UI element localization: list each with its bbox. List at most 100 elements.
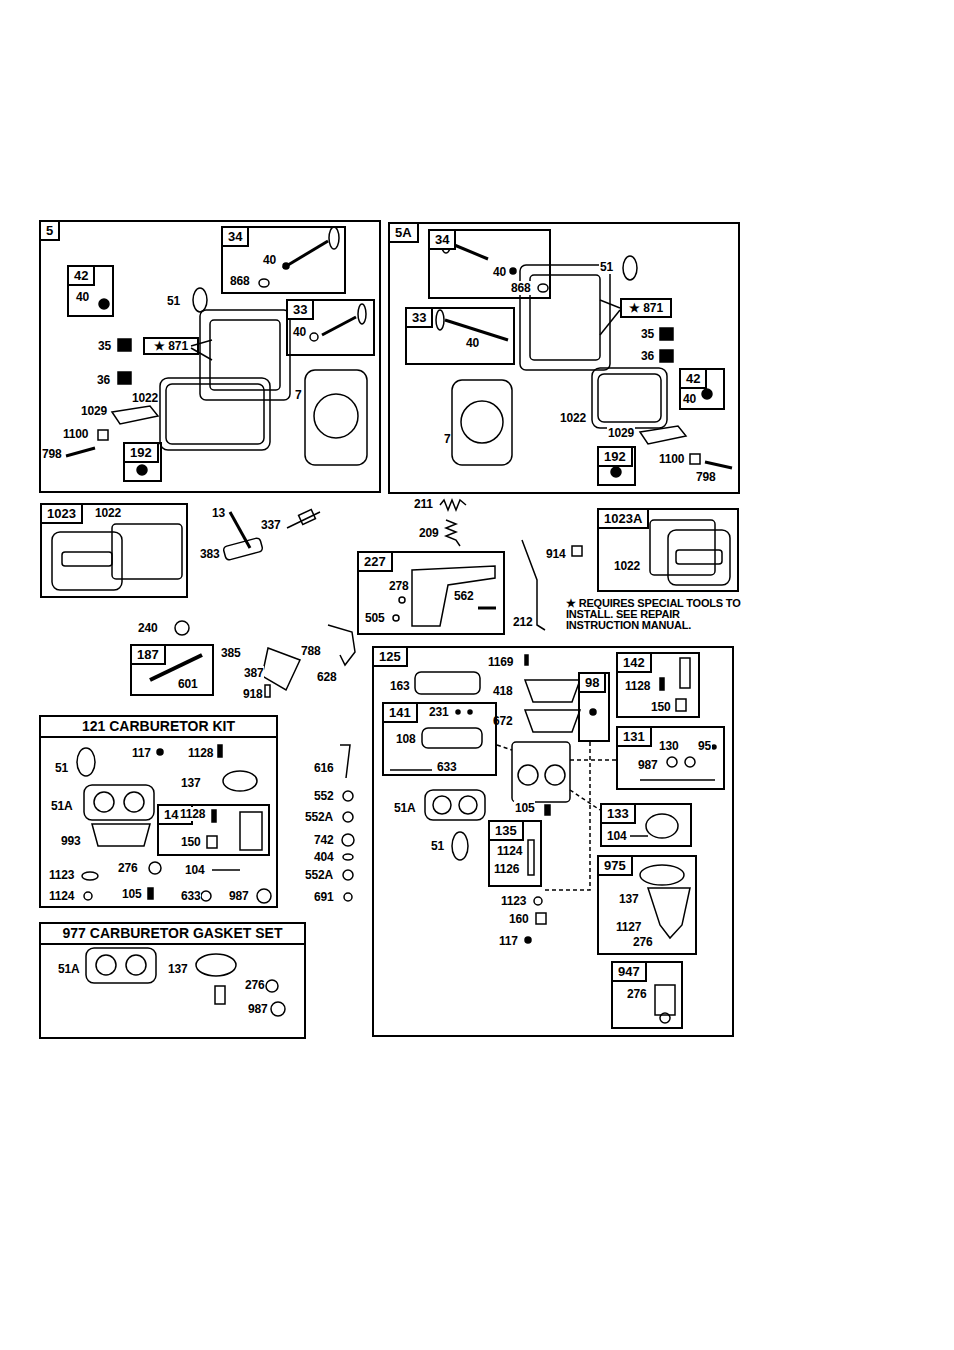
bracket: [478, 607, 496, 610]
valve-cover: [650, 520, 715, 575]
gasket-set-parts: [86, 948, 285, 1016]
kit-parts: [223, 771, 257, 791]
callout-number: 105: [121, 887, 142, 901]
retainer: [611, 467, 621, 477]
carburetor: [630, 835, 648, 837]
head-gasket: [305, 370, 367, 465]
carburetor: [545, 765, 565, 785]
callout-number: 276: [626, 987, 647, 1001]
rocker: [640, 426, 732, 468]
callout-number: 209: [418, 526, 439, 540]
small-part: [340, 745, 354, 901]
callout-number: 7: [294, 388, 302, 402]
part-group-box: 121 CARBURETOR KIT51117112813751A9931123…: [39, 715, 278, 908]
part-group-box: 1421128150: [616, 652, 700, 718]
valve: [259, 227, 339, 287]
lever: [262, 648, 300, 690]
valve-cover: [676, 550, 722, 564]
spring: [660, 328, 673, 340]
callout-number: 117: [131, 746, 152, 760]
gasket: [598, 374, 661, 422]
kit-parts: [77, 745, 271, 903]
callout-number: 51: [166, 294, 181, 308]
carburetor: [452, 832, 468, 860]
callout-number: 418: [492, 684, 513, 698]
lever: [150, 621, 355, 697]
callout-number: 337: [260, 518, 281, 532]
callout-number: 1022: [559, 411, 587, 425]
carburetor: [676, 699, 686, 711]
callout-number: 1127: [615, 920, 642, 934]
small-part: [343, 812, 353, 822]
callout-number: 1022: [131, 391, 159, 405]
callout-number: 1123: [500, 894, 527, 908]
callout-number: 1100: [62, 427, 89, 441]
spring: [118, 339, 131, 351]
carburetor: [545, 805, 550, 815]
callout-number: 40: [465, 336, 480, 350]
carburetor: [590, 709, 596, 715]
callout-number: 552: [313, 789, 334, 803]
carburetor: [459, 796, 477, 814]
carburetor: [456, 710, 460, 714]
kit-parts: [92, 824, 150, 846]
part-group-box: 141231108633: [382, 702, 497, 776]
part-group-box: 125116916341867251A105511123160117141231…: [372, 646, 734, 1037]
callout-number: 385: [220, 646, 241, 660]
group-number: 142: [618, 654, 652, 673]
callout-number: 987: [228, 889, 249, 903]
part-group-box: 1421128150: [157, 804, 270, 856]
callout-number: 868: [510, 281, 531, 295]
part-group-box: 98: [578, 672, 610, 742]
rocker: [705, 462, 732, 468]
part-group-box: ★ 871: [620, 298, 672, 318]
kit-parts: [240, 812, 262, 850]
callout-number: 1029: [80, 404, 108, 418]
carburetor: [433, 796, 451, 814]
cylinder-head: [520, 265, 620, 370]
callout-number: 562: [453, 589, 474, 603]
callout-number: 798: [41, 447, 62, 461]
carburetor: [712, 745, 716, 749]
carburetor: [646, 814, 678, 838]
bracket: [393, 566, 496, 626]
callout-number: 552A: [304, 810, 334, 824]
callout-number: 35: [97, 339, 112, 353]
carburetor: [655, 985, 675, 1015]
part-group-box: 4240: [679, 368, 725, 410]
group-number: 98: [580, 674, 606, 693]
carburetor: [518, 765, 538, 785]
head-gasket: [314, 394, 358, 438]
group-number: 141: [384, 704, 418, 723]
head-gasket: [461, 401, 503, 443]
kit-parts: [218, 745, 222, 757]
callout-number: 105: [514, 801, 535, 815]
valve-cover: [650, 520, 730, 585]
carburetor: [390, 655, 716, 1023]
group-number: 33: [407, 309, 433, 328]
gasket-set-parts: [271, 1002, 285, 1016]
callout-number: 616: [313, 761, 334, 775]
valve-cover: [668, 530, 730, 585]
callout-number: 40: [75, 290, 90, 304]
callout-number: 7: [443, 432, 451, 446]
kit-parts: [149, 862, 161, 874]
callout-number: 211: [413, 497, 434, 511]
retainer: [702, 389, 712, 399]
bracket: [412, 566, 495, 626]
carburetor: [536, 913, 546, 924]
rocker: [640, 426, 686, 444]
cylinder-head: [191, 340, 212, 346]
group-number: 135: [490, 822, 524, 841]
part-group-box: 1023A1022: [597, 508, 739, 592]
callout-number: 276: [244, 978, 265, 992]
callout-number: 383: [199, 547, 220, 561]
gasket-set-parts: [86, 948, 156, 983]
callout-number: 1169: [487, 655, 514, 669]
callout-number: 117: [498, 934, 519, 948]
head-gasket: [452, 380, 512, 465]
valve: [441, 231, 548, 292]
kit-parts: [84, 785, 154, 820]
